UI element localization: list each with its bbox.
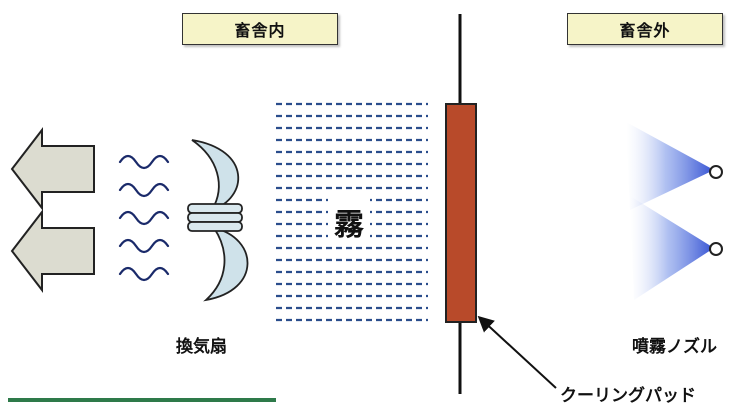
ventilation-fan-icon xyxy=(187,139,249,302)
spray-nozzle-icon xyxy=(630,196,723,300)
cooling-pad-icon xyxy=(445,103,477,323)
fan-label: 換気扇 xyxy=(176,337,227,357)
cooling-pad-label: クーリングパッド xyxy=(560,386,696,406)
pointer-arrow-icon xyxy=(477,315,557,389)
outside-barn-tag: 畜舎外 xyxy=(567,13,723,45)
spray-nozzle-label: 噴霧ノズル xyxy=(632,337,717,357)
airflow-wave-icon xyxy=(118,154,170,282)
inside-barn-tag: 畜舎内 xyxy=(182,13,338,45)
spray-nozzle-icon xyxy=(626,122,723,210)
airflow-arrow-icon xyxy=(10,127,95,211)
mist-label: 霧 xyxy=(328,198,370,246)
airflow-arrow-icon xyxy=(10,209,95,293)
